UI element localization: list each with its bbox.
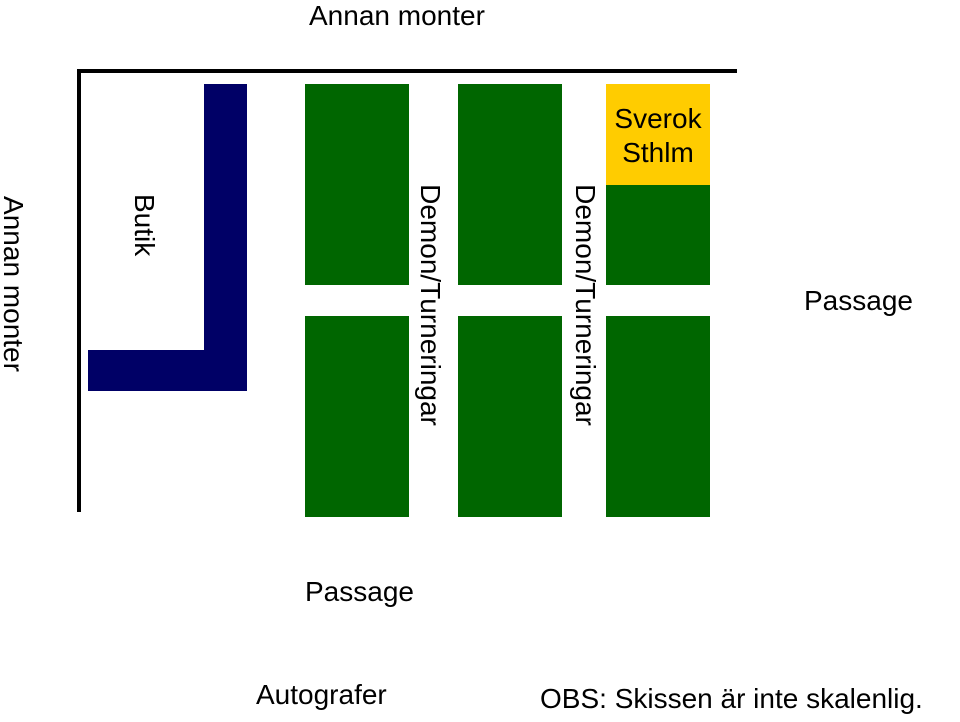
shop-vertical-bar <box>204 84 247 391</box>
booth-c3-top-green <box>606 185 710 285</box>
booth-c1-top <box>305 84 409 285</box>
bottom-passage-label: Passage <box>305 576 414 607</box>
shop-label: Butik <box>129 194 160 257</box>
booth-c2-top <box>458 84 562 285</box>
top-wall <box>79 69 737 73</box>
aisle-2-label: Demon/Turneringar <box>570 184 601 426</box>
sverok-booth <box>606 84 710 185</box>
booth-c1-bottom <box>305 316 409 517</box>
aisle-1-label: Demon/Turneringar <box>415 184 446 426</box>
left-neighbor-label: Annan monter <box>0 196 29 372</box>
booth-c2-bottom <box>458 316 562 517</box>
disclaimer-text: OBS: Skissen är inte skalenlig. <box>540 683 923 714</box>
right-passage-label: Passage <box>804 285 913 316</box>
booth-c3-bottom <box>606 316 710 517</box>
left-wall <box>77 69 81 512</box>
shop-horizontal-bar <box>88 350 247 391</box>
autographs-label: Autografer <box>256 679 387 710</box>
sverok-booth-label: Sverok Sthlm <box>614 103 702 168</box>
top-neighbor-label: Annan monter <box>309 0 485 31</box>
